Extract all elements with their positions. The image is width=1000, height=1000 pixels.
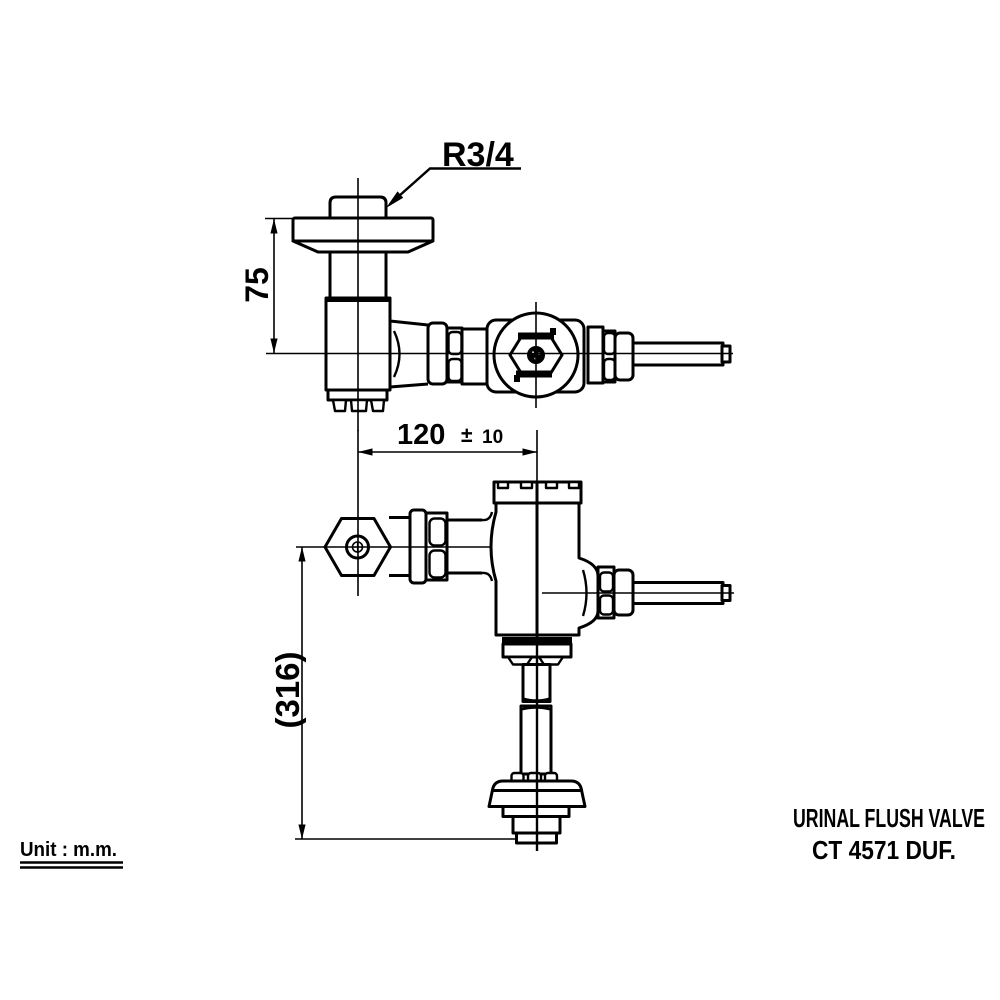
model-code-text: CT 4571 DUF. — [812, 835, 956, 865]
dim120-arrow-left — [358, 448, 373, 456]
dimension-75: 75 — [239, 217, 296, 354]
dimension-120: 120 ± 10 — [358, 419, 537, 456]
dim120-tolerance-sign: ± — [461, 424, 473, 447]
unit-note: Unit : m.m. — [20, 839, 123, 869]
dim120-tolerance-value: 10 — [482, 427, 503, 448]
front-inlet-pipe — [389, 516, 411, 577]
front-view — [296, 430, 734, 851]
top-cap-teeth — [331, 398, 386, 413]
front-body-inlet-pipe — [447, 511, 494, 582]
dim75-arrow-top — [270, 219, 278, 234]
wall-flange — [291, 216, 435, 243]
dimension-316: (316) — [269, 547, 516, 840]
unit-note-text: Unit : m.m. — [20, 839, 117, 861]
front-ring-tabs-left — [428, 517, 447, 579]
front-ring-tabs-right — [598, 571, 615, 616]
dim316-text: (316) — [269, 651, 306, 728]
dim316-arrow-top — [298, 547, 306, 562]
dim316-arrow-bottom — [298, 824, 306, 839]
top-pipe-left — [460, 327, 489, 386]
dim75-text: 75 — [239, 267, 275, 303]
front-cap-notches — [496, 480, 581, 490]
dim120-arrow-right — [522, 448, 537, 456]
top-coupling-ring-right1 — [586, 325, 605, 385]
thread-leader-line — [389, 167, 521, 205]
dim120-value: 120 — [397, 419, 445, 451]
dim75-arrow-bottom — [270, 338, 278, 353]
top-ring-tabs-right — [602, 331, 617, 382]
title-block: URINAL FLUSH VALVE CT 4571 DUF. — [793, 803, 985, 865]
wall-flange-taper — [291, 239, 435, 254]
product-name-text: URINAL FLUSH VALVE — [793, 803, 985, 833]
top-coupling-nut-right — [613, 331, 635, 382]
front-valve-body — [489, 501, 600, 637]
thread-leader-arrowhead — [386, 191, 404, 208]
top-ring-tabs-left — [447, 330, 463, 383]
thread-label: R3/4 — [386, 136, 521, 208]
top-view — [266, 178, 733, 431]
